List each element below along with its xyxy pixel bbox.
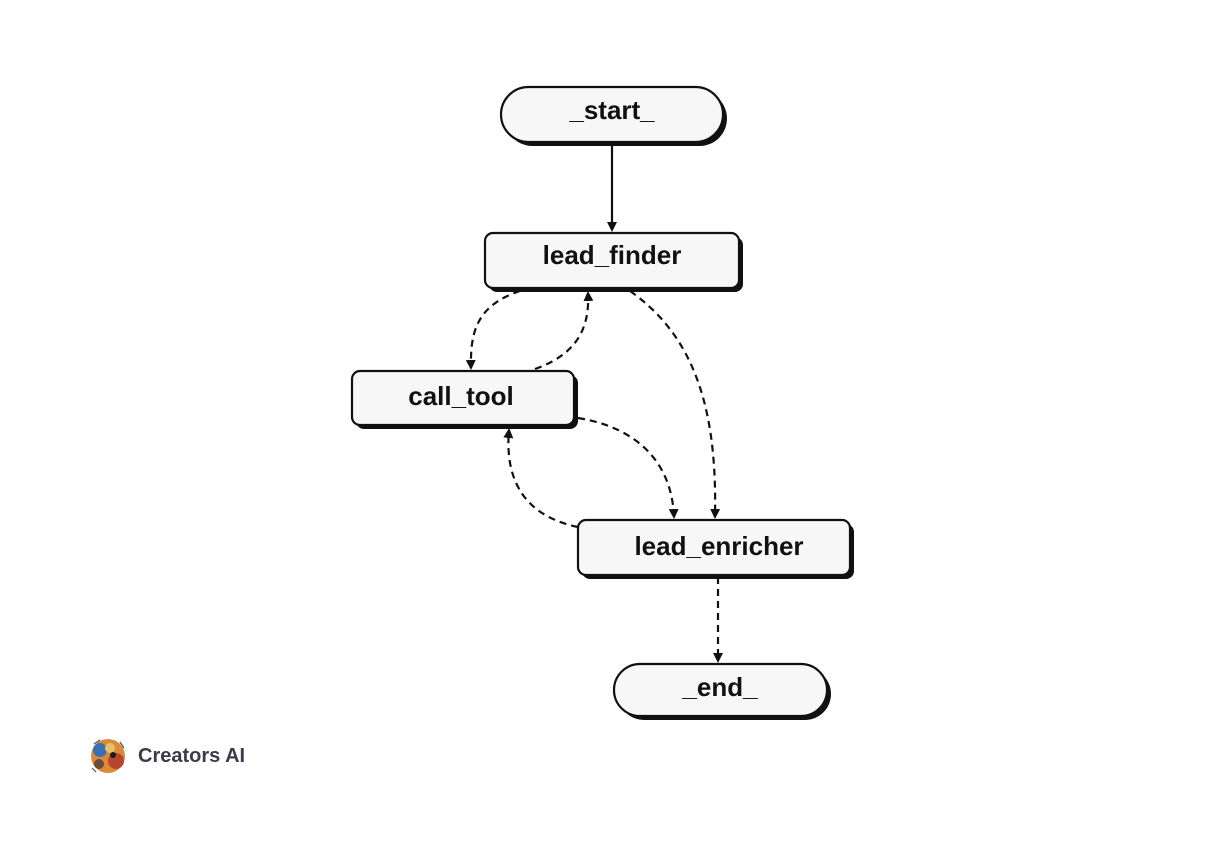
edge-call-tool-to-lead-enricher [577,416,679,519]
node-call-tool: call_tool [350,369,578,429]
node-call-tool-label: call_tool [408,381,513,411]
edge-lead-finder-to-call-tool [465,289,521,370]
node-lead-enricher: lead_enricher [576,518,854,579]
node-lead-finder-label: lead_finder [543,240,682,270]
robot-face-logo-icon [91,739,125,773]
watermark-text: Creators AI [138,744,246,767]
node-end: _end_ [612,662,831,720]
node-end-label: _end_ [681,672,758,702]
creators-ai-watermark: Creators AI [86,736,245,776]
edge-call-tool-to-lead-finder [534,291,594,371]
node-lead-finder: lead_finder [483,231,743,292]
node-lead-enricher-label: lead_enricher [634,531,803,561]
edge-lead-enricher-to-call-tool [503,428,579,529]
node-start-label: _start_ [568,95,655,125]
node-start: _start_ [499,85,727,146]
edge-lead-finder-to-lead-enricher [629,290,721,519]
